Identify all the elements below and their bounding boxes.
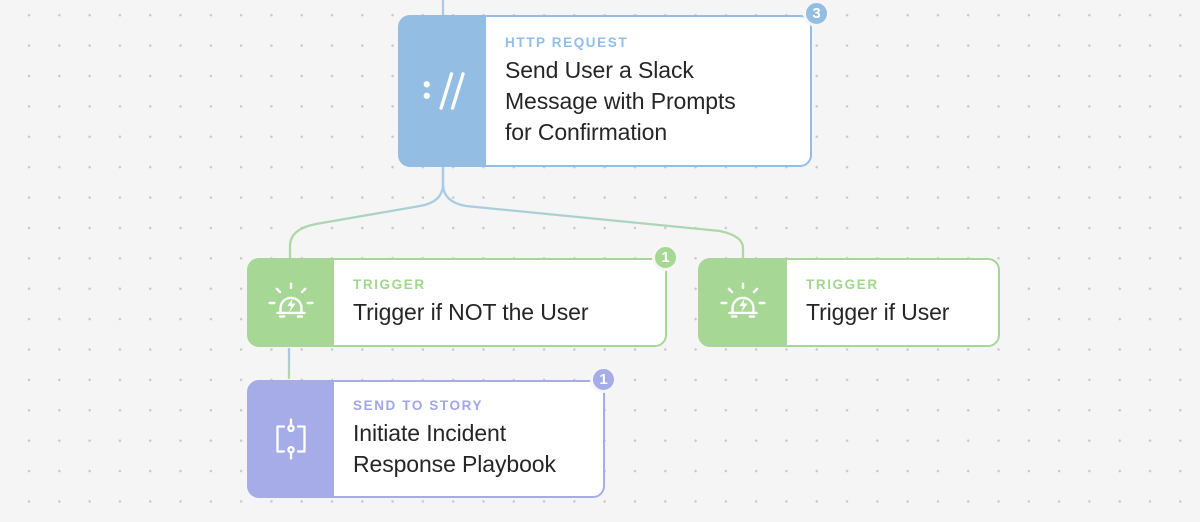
node-trigger-user[interactable]: TRIGGER Trigger if User xyxy=(698,258,1000,347)
node-http-request[interactable]: HTTP REQUEST Send User a Slack Message w… xyxy=(398,0,830,167)
node-type-label: TRIGGER xyxy=(353,277,426,292)
node-title: Send User a Slack Message with Prompts f… xyxy=(505,56,736,145)
event-count-badge[interactable]: 3 xyxy=(803,0,830,27)
siren-icon xyxy=(699,259,787,346)
node-type-label: HTTP REQUEST xyxy=(505,34,629,50)
story-icon xyxy=(248,381,334,497)
connector-http-to-trigger-user xyxy=(441,164,745,260)
node-title: Initiate Incident Response Playbook xyxy=(353,420,556,477)
node-type-label: SEND TO STORY xyxy=(353,398,484,413)
siren-icon xyxy=(248,259,334,346)
connector-http-to-trigger-not xyxy=(288,164,445,260)
node-trigger-not-user[interactable]: TRIGGER Trigger if NOT the User 1 xyxy=(247,244,679,347)
node-title: Trigger if User xyxy=(806,299,950,325)
node-title: Trigger if NOT the User xyxy=(353,299,589,325)
node-type-label: TRIGGER xyxy=(806,277,879,292)
node-send-to-story[interactable]: SEND TO STORY Initiate Incident Response… xyxy=(247,366,617,498)
event-count-badge[interactable]: 1 xyxy=(590,366,617,393)
event-count-badge[interactable]: 1 xyxy=(652,244,679,271)
url-icon xyxy=(399,16,486,166)
